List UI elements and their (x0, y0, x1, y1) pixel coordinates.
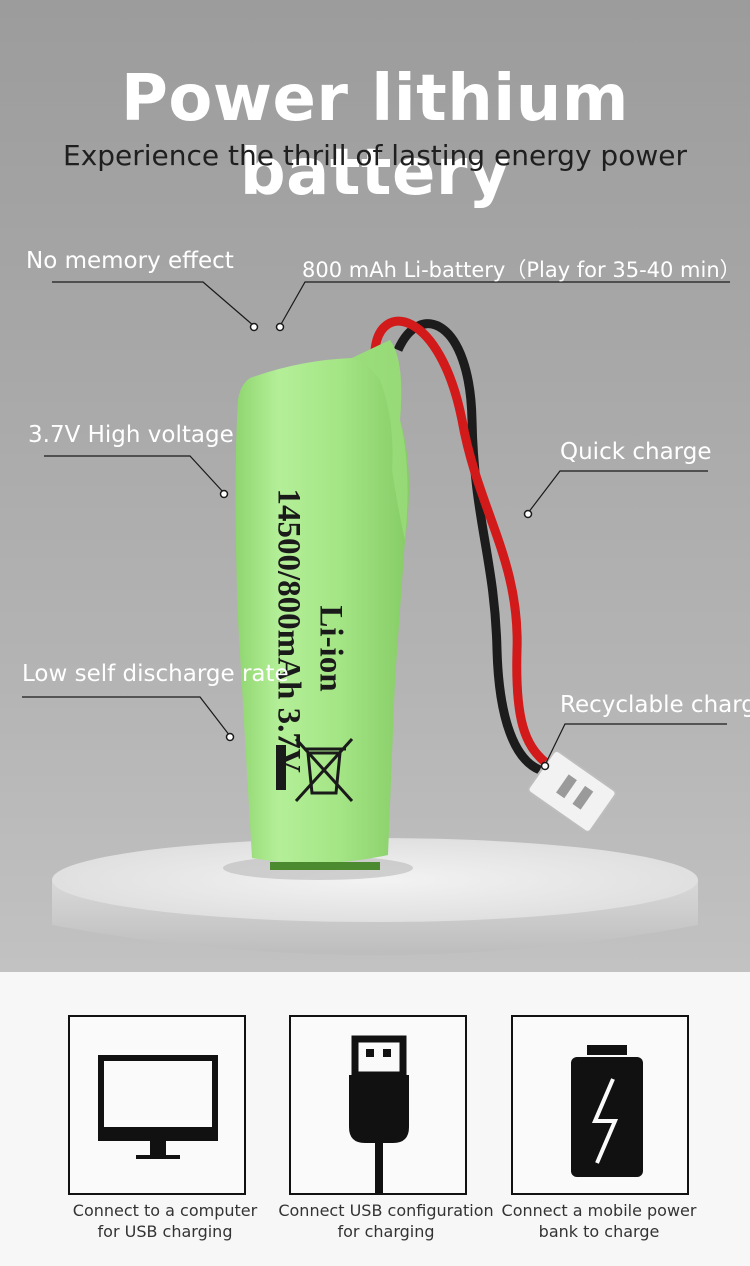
feature-recyclable: Recyclable charge (560, 692, 750, 718)
caption-line: Connect USB configuration (278, 1201, 494, 1220)
caption-line: Connect to a computer (72, 1201, 258, 1220)
charging-caption-usb: Connect USB configuration for charging (271, 1200, 501, 1242)
hero-section: Power lithium battery Experience the thr… (0, 0, 750, 972)
feature-no-memory: No memory effect (26, 248, 234, 274)
charging-card-computer (68, 1015, 246, 1195)
charging-caption-power-bank: Connect a mobile power bank to charge (484, 1200, 714, 1242)
charging-caption-computer: Connect to a computer for USB charging (50, 1200, 280, 1242)
caption-line: for USB charging (97, 1222, 233, 1241)
feature-capacity: 800 mAh Li-battery（Play for 35-40 min） (302, 258, 741, 282)
caption-line: bank to charge (538, 1222, 660, 1241)
leader-lines (22, 281, 730, 771)
charging-card-power-bank (511, 1015, 689, 1195)
page-title: Power lithium battery (121, 62, 629, 210)
computer-monitor-icon (98, 1055, 218, 1159)
battery-illustration (235, 316, 617, 870)
caption-line: Connect a mobile power (501, 1201, 697, 1220)
feature-high-voltage: 3.7V High voltage (28, 422, 234, 448)
feature-quick-charge: Quick charge (560, 439, 712, 465)
usb-plug-icon (349, 1035, 409, 1193)
power-bank-icon (571, 1045, 643, 1177)
battery-polarity-bar (276, 745, 286, 790)
feature-low-self-discharge: Low self discharge rate (22, 661, 289, 687)
caption-line: for charging (337, 1222, 435, 1241)
charging-card-usb (289, 1015, 467, 1195)
page-subtitle: Experience the thrill of lasting energy … (63, 139, 687, 172)
recycle-bin-crossed-icon (294, 737, 354, 803)
